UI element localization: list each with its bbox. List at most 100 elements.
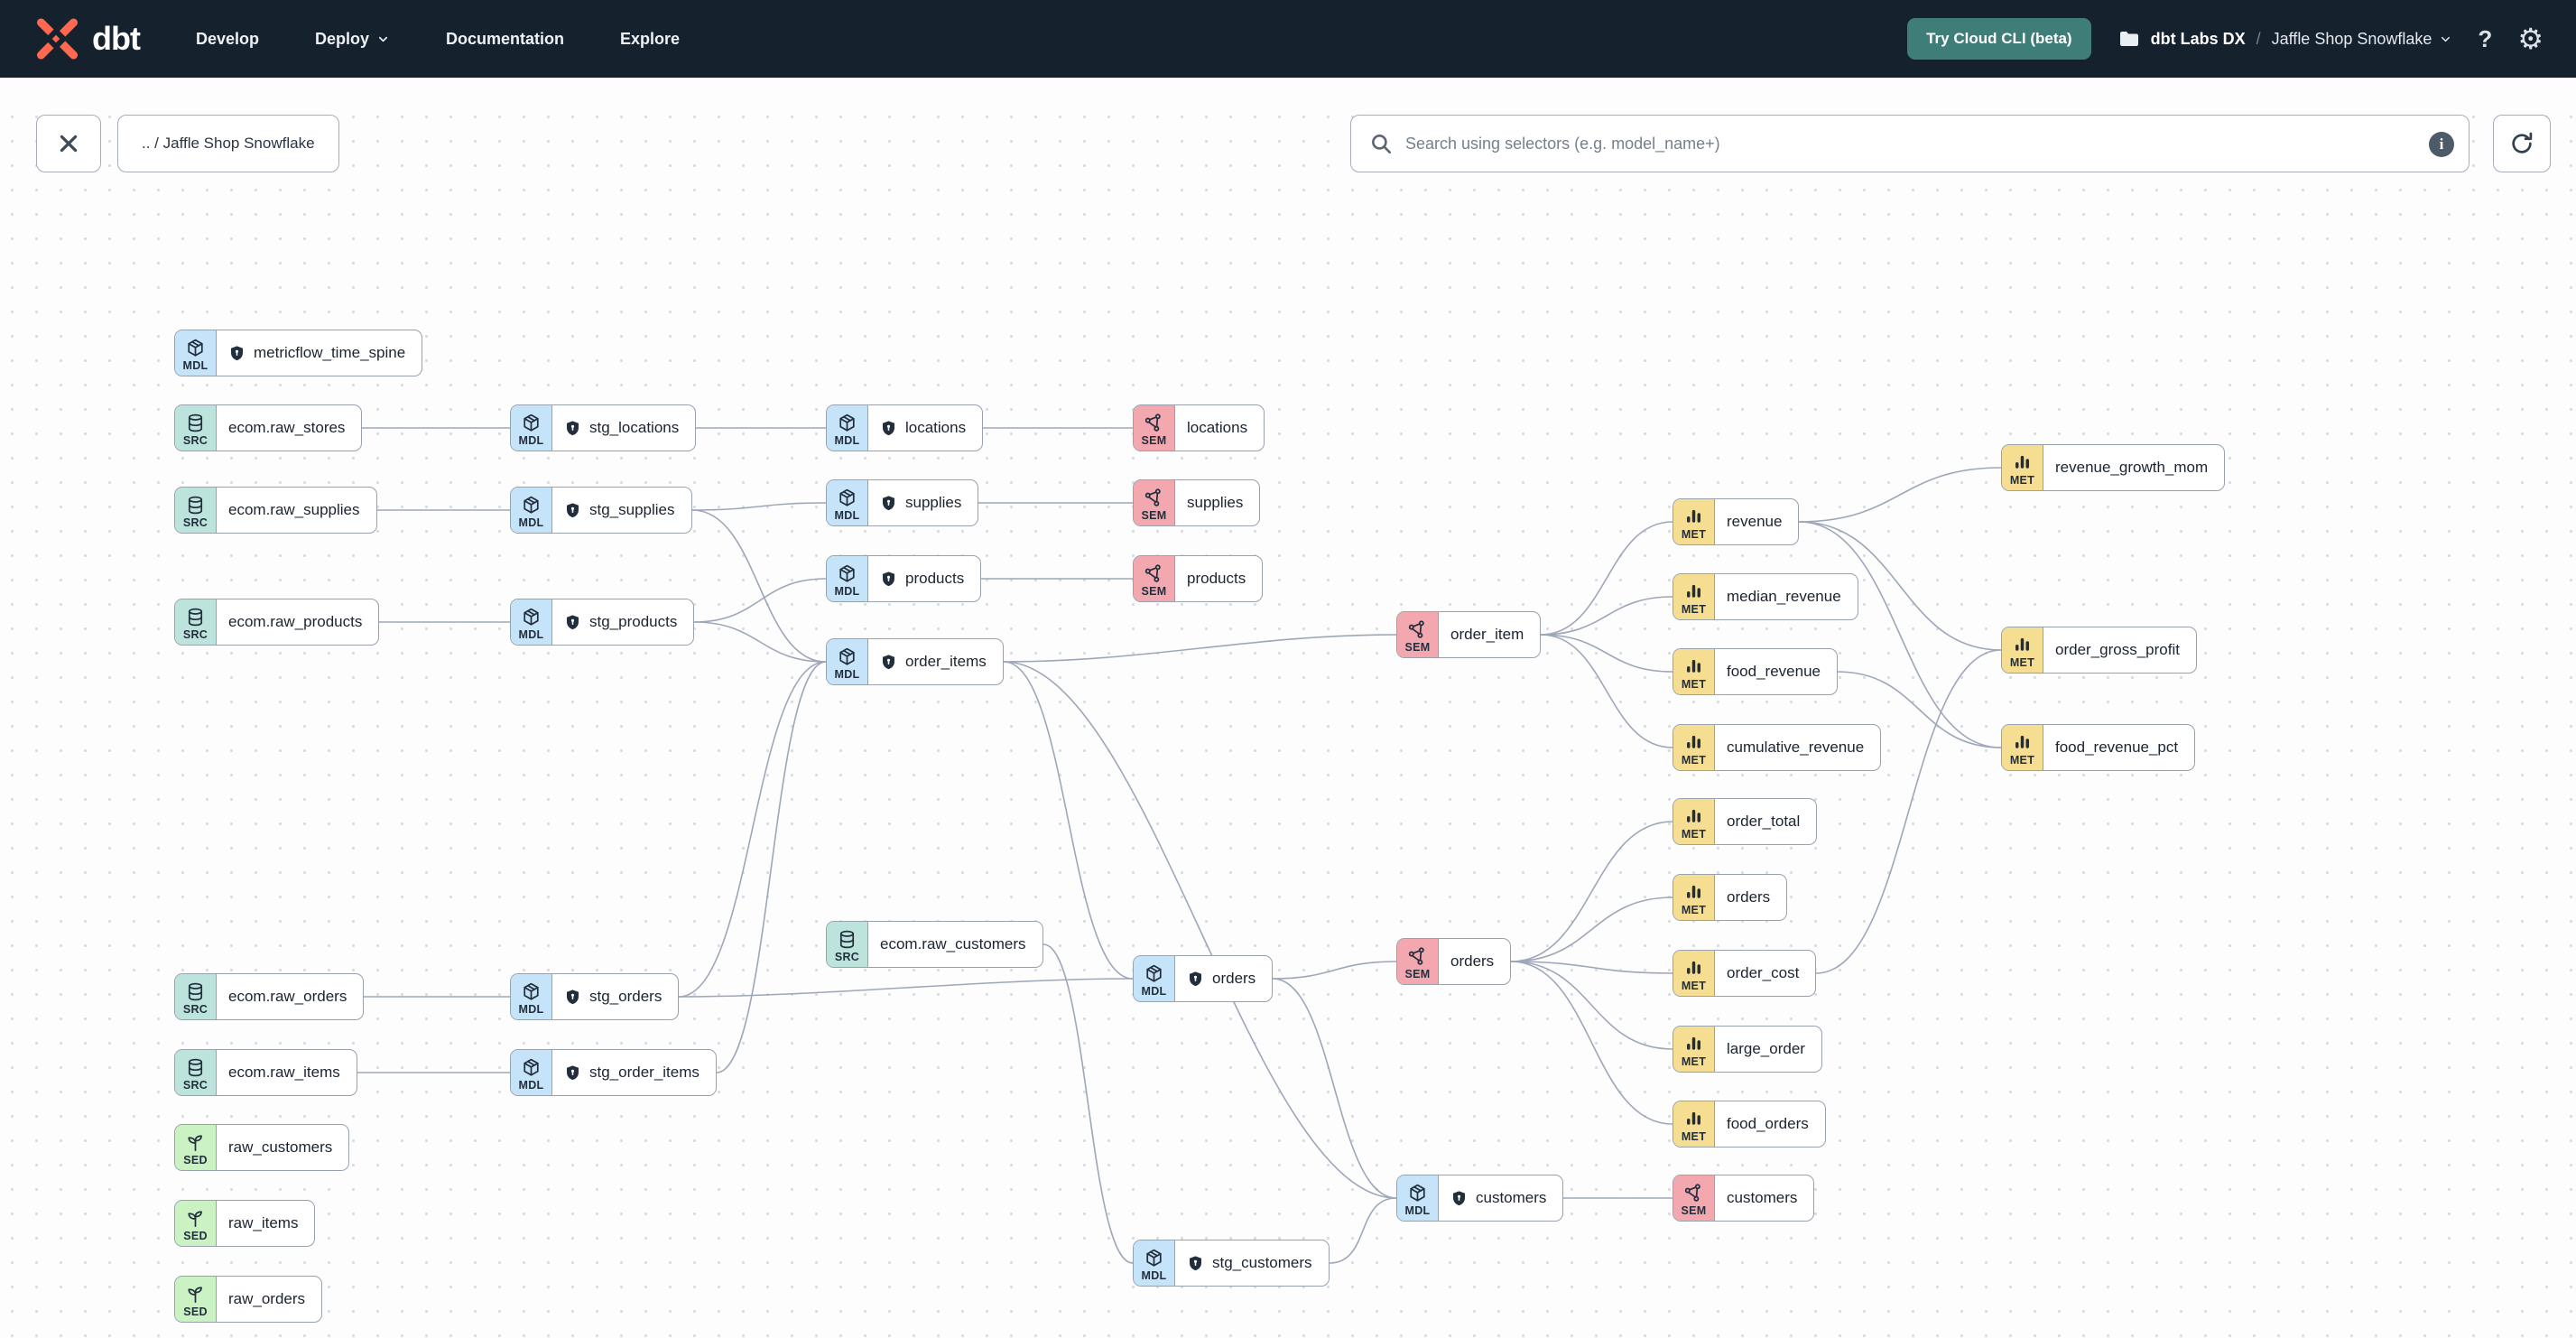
try-cloud-cli-button[interactable]: Try Cloud CLI (beta) <box>1907 18 2091 60</box>
edge-mdl_stg_products-to-mdl_products <box>693 578 827 623</box>
nav-item-documentation[interactable]: Documentation <box>446 29 565 48</box>
project-selector[interactable]: Jaffle Shop Snowflake <box>2272 30 2453 49</box>
node-label: ecom.raw_supplies <box>228 501 360 518</box>
cube-icon: MDL <box>827 480 868 525</box>
edge-mdl_order_items-to-mdl_customers <box>1003 661 1397 1199</box>
node-label: order_items <box>905 653 987 670</box>
cube-icon: MDL <box>511 488 552 533</box>
edge-mdl_orders-to-sem_orders <box>1272 961 1397 980</box>
shield-icon <box>1187 971 1204 988</box>
edge-met_food_revenue-to-met_food_revenue_pct <box>1837 671 2002 748</box>
node-label: revenue <box>1727 513 1783 530</box>
shield-icon <box>880 654 897 671</box>
node-label: ecom.raw_customers <box>880 935 1026 952</box>
node-label: ecom.raw_stores <box>228 419 346 436</box>
shield-icon <box>228 345 246 362</box>
edge-met_revenue-to-met_revenue_growth_mom <box>1798 467 2002 523</box>
node-label: stg_orders <box>589 988 663 1005</box>
cube-icon: MDL <box>1134 1240 1175 1286</box>
edge-mdl_stg_orders-to-mdl_order_items <box>678 661 827 998</box>
node-label: order_cost <box>1727 964 1800 981</box>
chevron-down-icon <box>378 36 388 42</box>
node-label: order_gross_profit <box>2055 641 2180 658</box>
edge-met_revenue-to-met_order_gross_profit <box>1798 521 2002 651</box>
node-src_raw_supplies[interactable]: SRC ecom.raw_supplies <box>174 487 377 534</box>
node-mdl_stg_orders[interactable]: MDL stg_orders <box>510 973 680 1020</box>
node-label: customers <box>1727 1189 1798 1206</box>
dbt-logo[interactable]: dbt <box>32 15 141 62</box>
seedling-icon: SED <box>175 1125 217 1170</box>
edge-sem_order_item-to-met_food_revenue <box>1540 634 1673 673</box>
search-icon <box>1372 135 1392 154</box>
node-mdl_supplies[interactable]: MDL supplies <box>826 479 979 526</box>
edge-mdl_order_items-to-mdl_orders <box>1003 661 1134 980</box>
node-mdl_stg_supplies[interactable]: MDL stg_supplies <box>510 487 692 534</box>
refresh-lineage-button[interactable] <box>2493 115 2551 172</box>
bar-chart-icon: MET <box>1673 574 1715 619</box>
node-label: stg_supplies <box>589 501 675 518</box>
database-icon: SRC <box>175 488 217 533</box>
node-label: locations <box>905 419 967 436</box>
gear-icon[interactable]: ⚙ <box>2517 23 2544 55</box>
nav-item-deploy[interactable]: Deploy <box>315 30 390 49</box>
refresh-icon <box>2512 132 2533 153</box>
bar-chart-icon: MET <box>1673 1027 1715 1072</box>
close-lineage-button[interactable] <box>36 115 101 172</box>
edge-mdl_stg_products-to-mdl_order_items <box>693 621 827 663</box>
node-label: order_item <box>1450 626 1524 643</box>
node-label: supplies <box>905 494 962 511</box>
nav-item-develop[interactable]: Develop <box>195 29 259 48</box>
lineage-breadcrumb-chip[interactable]: .. / Jaffle Shop Snowflake <box>117 115 339 172</box>
node-label: raw_orders <box>228 1290 306 1307</box>
bar-chart-icon: MET <box>1673 875 1715 920</box>
search-input[interactable] <box>1405 134 2414 153</box>
account-name[interactable]: dbt Labs DX <box>2150 29 2246 48</box>
nav-item-explore[interactable]: Explore <box>620 29 681 48</box>
edge-mdl_stg_customers-to-mdl_customers <box>1329 1197 1397 1264</box>
node-label: products <box>1187 570 1246 587</box>
cube-icon: MDL <box>511 974 552 1019</box>
info-icon[interactable]: i <box>2429 132 2454 157</box>
help-button[interactable]: ? <box>2478 24 2493 52</box>
edge-sem_orders-to-met_large_order <box>1510 961 1673 1050</box>
node-label: stg_locations <box>589 419 680 436</box>
shield-icon <box>564 614 581 631</box>
